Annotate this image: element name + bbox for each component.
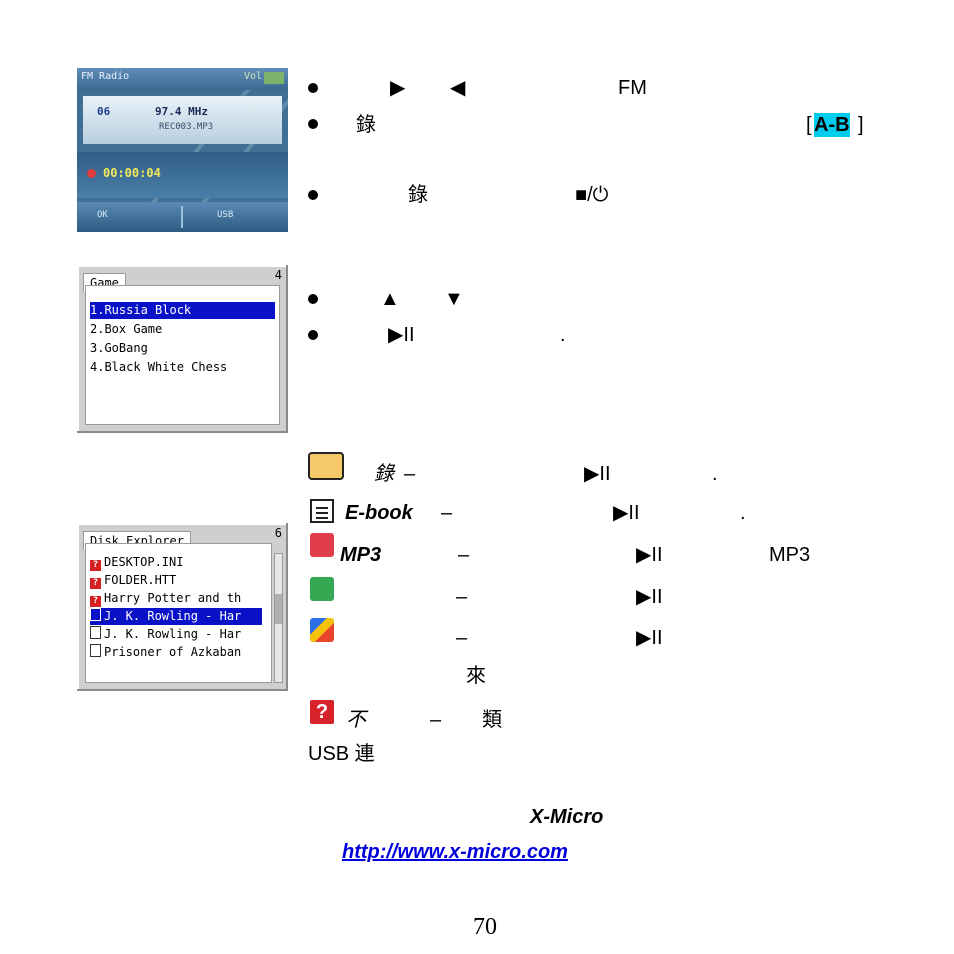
- bullet: [308, 119, 318, 129]
- website-link[interactable]: http://www.x-micro.com: [342, 841, 568, 863]
- record-icon: [87, 169, 96, 178]
- list-item: J. K. Rowling - Har: [90, 608, 262, 625]
- image-icon: [310, 618, 334, 642]
- list-item: ?Harry Potter and th: [90, 590, 241, 607]
- ab-repeat-key: A-B: [814, 113, 850, 137]
- list-item: ?FOLDER.HTT: [90, 572, 176, 589]
- image-note: 來: [466, 665, 486, 687]
- play-pause-icon: ▶II: [636, 627, 663, 649]
- play-pause-icon: ▶II: [636, 586, 663, 608]
- folder-icon: [308, 452, 344, 480]
- left-arrow-icon: ◀: [450, 77, 466, 99]
- fm-title-bar: FM Radio Vol: [77, 68, 288, 90]
- fm-usb-button: USB: [217, 210, 234, 220]
- mp3-suffix: MP3: [769, 544, 811, 566]
- period: .: [740, 502, 746, 524]
- bullet: [308, 83, 318, 93]
- play-pause-icon: ▶II: [584, 463, 611, 485]
- list-item: J. K. Rowling - Har: [90, 626, 241, 643]
- dash: –: [441, 502, 453, 524]
- ab-bracket-close: ]: [858, 114, 864, 136]
- unknown-file-icon: ?: [90, 578, 101, 589]
- folder-label: 錄: [374, 463, 394, 485]
- play-pause-icon: ▶II: [636, 544, 663, 566]
- fm-record-file: REC003.MP3: [159, 122, 214, 132]
- scrollbar-thumb: [275, 594, 282, 624]
- disk-explorer-screenshot: Disk Explorer 6 ?DESKTOP.INI ?FOLDER.HTT…: [77, 523, 288, 691]
- dash: –: [458, 544, 470, 566]
- dash: –: [456, 586, 468, 608]
- play-pause-icon: ▶II: [388, 324, 415, 346]
- unknown-label: 不: [346, 709, 366, 731]
- document-icon: [90, 644, 101, 657]
- ebook-icon: [310, 499, 334, 523]
- stop-power-icon: ■/⏻: [575, 184, 609, 206]
- document-icon: [90, 608, 101, 621]
- fm-volume-label: Vol: [243, 71, 262, 82]
- ab-bracket-open: [: [806, 114, 812, 136]
- list-item: 3.GoBang: [90, 341, 148, 355]
- document-icon: [90, 626, 101, 639]
- scrollbar: [274, 553, 283, 683]
- record-label: 錄: [356, 114, 376, 136]
- record-label: 錄: [408, 184, 428, 206]
- unknown-file-icon: ?: [310, 700, 334, 724]
- bullet: [308, 330, 318, 340]
- fm-title: FM Radio: [81, 71, 130, 82]
- dash: –: [404, 463, 416, 485]
- list-item: 2.Box Game: [90, 322, 163, 336]
- up-arrow-icon: ▲: [380, 288, 400, 310]
- list-item: Prisoner of Azkaban: [90, 644, 241, 661]
- type-label: 類: [482, 709, 502, 731]
- list-item: 1.Russia Block: [90, 302, 275, 319]
- volume-icon: [264, 72, 284, 84]
- mp3-label: MP3: [340, 544, 382, 566]
- file-list: ?DESKTOP.INI ?FOLDER.HTT ?Harry Potter a…: [85, 543, 272, 683]
- down-arrow-icon: ▼: [444, 288, 464, 310]
- bullet: [308, 294, 318, 304]
- fm-label: FM: [618, 77, 647, 99]
- unknown-file-icon: ?: [90, 596, 101, 607]
- bullet: [308, 190, 318, 200]
- sound-icon: [310, 577, 334, 601]
- fm-record-time: 00:00:04: [103, 166, 161, 180]
- list-item: 4.Black White Chess: [90, 360, 228, 374]
- usb-line: USB 連: [308, 743, 375, 765]
- dash: –: [456, 627, 468, 649]
- period: .: [712, 463, 718, 485]
- game-menu-screenshot: Game 4 1.Russia Block 2.Box Game 3.GoBan…: [77, 265, 288, 433]
- fm-record-bar: 00:00:04: [77, 152, 288, 198]
- fm-channel: 06: [97, 105, 111, 118]
- page-number: 70: [473, 914, 497, 940]
- mp3-icon: [310, 533, 334, 557]
- game-count: 4: [274, 268, 282, 282]
- list-item: ?DESKTOP.INI: [90, 554, 183, 571]
- fm-frequency: 97.4 MHz: [155, 105, 208, 118]
- fm-info-panel: 06 97.4 MHz REC003.MP3: [83, 96, 282, 144]
- brand-name: X-Micro: [530, 806, 604, 828]
- play-pause-icon: ▶II: [613, 502, 640, 524]
- unknown-file-icon: ?: [90, 560, 101, 571]
- fm-radio-screenshot: FM Radio Vol 06 97.4 MHz REC003.MP3 00:0…: [77, 68, 288, 232]
- dash: –: [430, 709, 442, 731]
- period: .: [560, 324, 566, 346]
- fm-ok-button: OK: [97, 210, 108, 220]
- right-arrow-icon: ▶: [390, 77, 406, 99]
- disk-count: 6: [274, 526, 282, 540]
- game-list: 1.Russia Block 2.Box Game 3.GoBang 4.Bla…: [85, 285, 280, 425]
- ebook-label: E-book: [345, 502, 413, 524]
- fm-button-divider: [181, 206, 183, 228]
